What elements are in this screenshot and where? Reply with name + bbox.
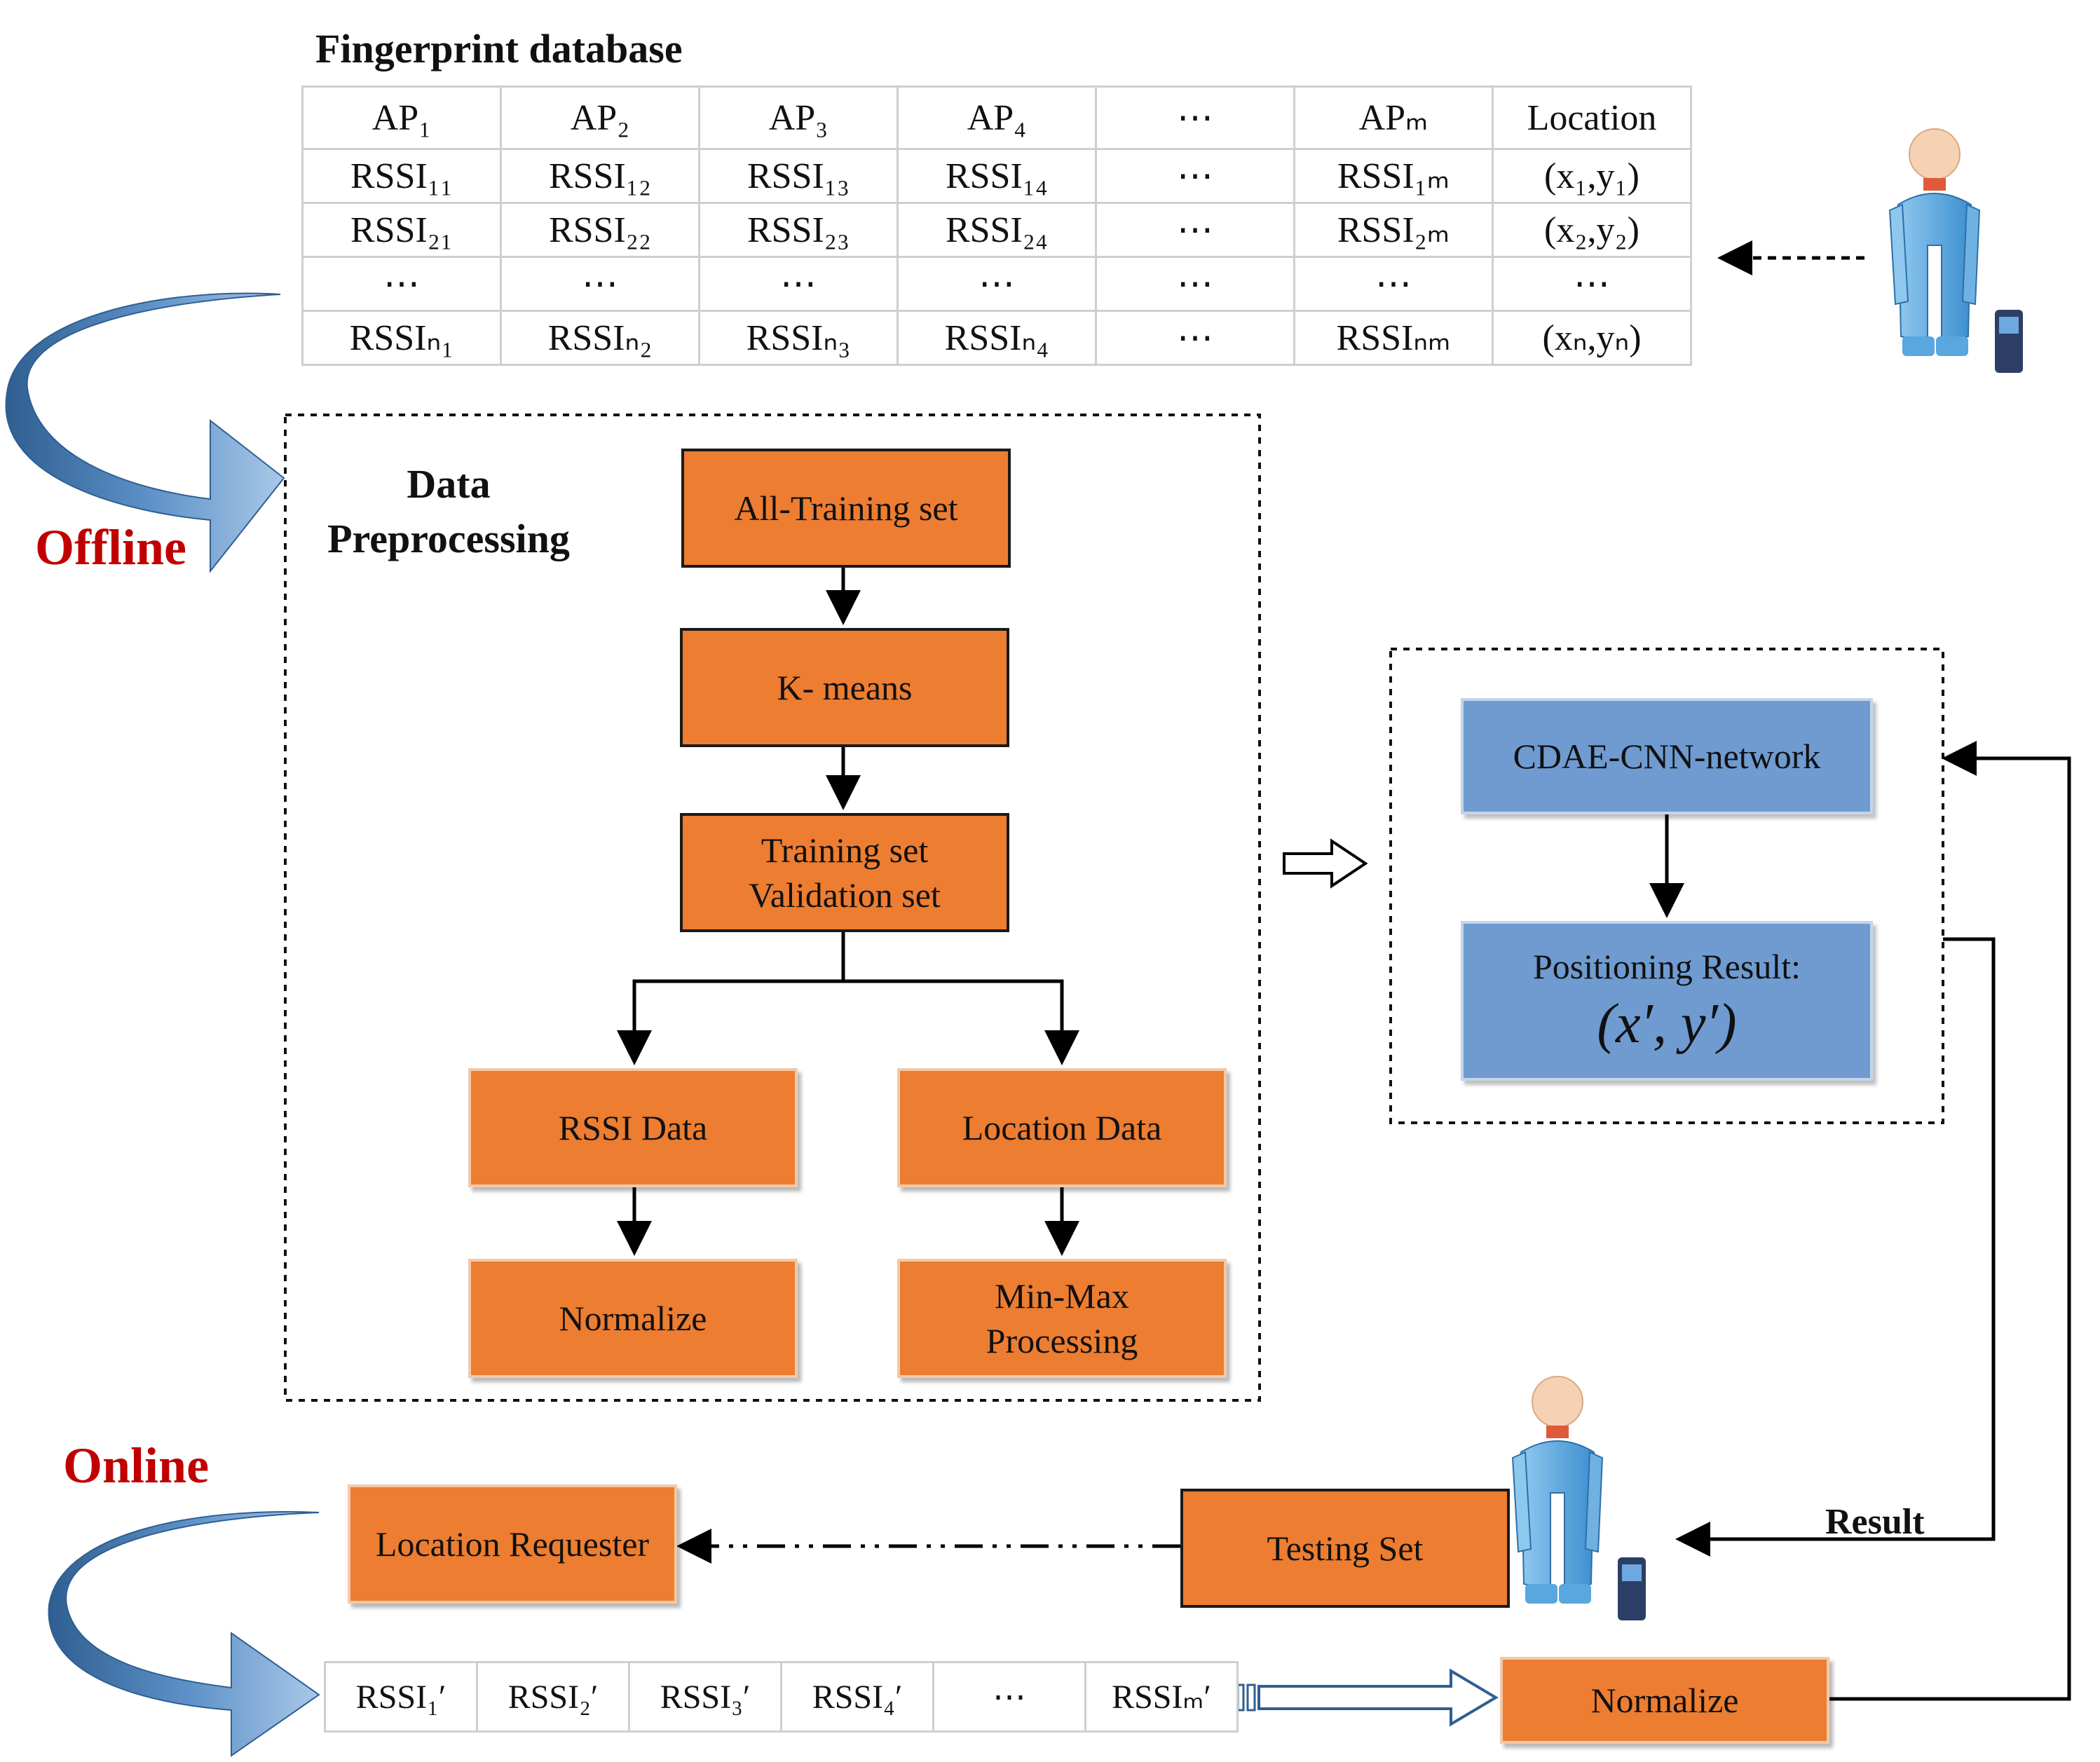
cdae-cnn-label: CDAE-CNN-network [1513,737,1821,776]
table-cell: RSSI₂ₘ [1293,202,1494,258]
table-cell: ⋯ [896,256,1097,312]
table-cell: RSSI₁₃ [698,148,899,204]
table-cell: RSSI₂₄ [896,202,1097,258]
location-requester-box: Location Requester [348,1484,677,1604]
table-cell: RSSI₂₂ [500,202,700,258]
offline-curved-arrow [5,292,285,573]
table-cell: RSSIₙ₂ [500,310,700,366]
table-cell: RSSI₂₃ [698,202,899,258]
location-data-box: Location Data [897,1068,1227,1187]
sequence-cell: RSSI₂′ [478,1663,630,1730]
rssi-sequence: RSSI₁′RSSI₂′RSSI₃′RSSI₄′⋯ RSSIₘ′ [324,1661,1239,1733]
fingerprint-db-title: Fingerprint database [315,26,683,71]
table-cell: ⋯ [1095,256,1295,312]
table-cell: RSSI₁₄ [896,148,1097,204]
table-cell: Location [1492,86,1692,150]
normalize-to-network-line [1829,741,2071,1701]
sequence-cell: RSSI₄′ [782,1663,934,1730]
online-normalize-box: Normalize [1500,1657,1829,1744]
table-cell: ⋯ [1095,202,1295,258]
offline-label: Offline [35,519,186,575]
sequence-cell: RSSI₁′ [326,1663,478,1730]
flow-split [632,932,1064,1051]
table-cell: RSSIₙ₁ [301,310,502,366]
positioning-result-label: Positioning Result: [1532,946,1801,986]
train-val-box: Training set Validation set [680,813,1009,932]
testing-set-box: Testing Set [1180,1489,1510,1608]
table-row: ⋯⋯⋯⋯⋯⋯⋯ [301,256,1692,312]
table-cell: RSSIₙ₃ [698,310,899,366]
table-cell: ⋯ [1095,310,1295,366]
sequence-arrow [1236,1668,1499,1727]
positioning-result-formula: (x′, y′) [1597,992,1737,1055]
table-cell: APₘ [1293,86,1494,150]
all-training-set-box: All-Training set [681,449,1011,568]
kmeans-box: K- means [680,628,1009,747]
table-cell: RSSI₁₂ [500,148,700,204]
sequence-cell: RSSIₘ′ [1112,1679,1211,1716]
preprocessing-title: Data Preprocessing [327,461,570,562]
table-cell: RSSIₙ₄ [896,310,1097,366]
table-cell: RSSI₂₁ [301,202,502,258]
result-line [1675,937,1996,1557]
online-label: Online [63,1437,210,1494]
hollow-arrow-to-network [1283,838,1368,889]
table-cell: ⋯ [1492,256,1692,312]
preprocessing-frame [284,414,1261,1402]
table-cell: RSSIₙₘ [1293,310,1494,366]
person-with-phone-icon [1888,128,2023,373]
table-cell: ⋯ [1095,86,1295,150]
sequence-cell: RSSI₃′ [630,1663,782,1730]
table-cell: ⋯ [698,256,899,312]
person-with-phone-icon-online [1511,1376,1646,1620]
table-cell: ⋯ [1095,148,1295,204]
normalize-box: Normalize [468,1259,798,1378]
sequence-cell: ⋯ [934,1663,1086,1730]
minmax-box: Min-Max Processing [897,1259,1227,1378]
table-cell: RSSI₁ₘ [1293,148,1494,204]
cdae-cnn-box: CDAE-CNN-network [1461,698,1873,814]
table-cell: (x₂,y₂) [1492,202,1692,258]
table-cell: (xₙ,yₙ) [1492,310,1692,366]
table-cell: ⋯ [1293,256,1494,312]
table-cell: RSSI₁₁ [301,148,502,204]
result-label: Result [1825,1502,1925,1542]
positioning-result-box: Positioning Result: (x′, y′) [1461,921,1873,1081]
table-cell: AP₃ [698,86,899,150]
table-cell: ⋯ [500,256,700,312]
online-curved-arrow [48,1511,320,1757]
table-cell: AP₄ [896,86,1097,150]
table-cell: AP₁ [301,86,502,150]
rssi-data-box: RSSI Data [468,1068,798,1187]
table-cell: AP₂ [500,86,700,150]
table-cell: ⋯ [301,256,502,312]
table-cell: (x₁,y₁) [1492,148,1692,204]
network-frame [1389,648,1944,1124]
